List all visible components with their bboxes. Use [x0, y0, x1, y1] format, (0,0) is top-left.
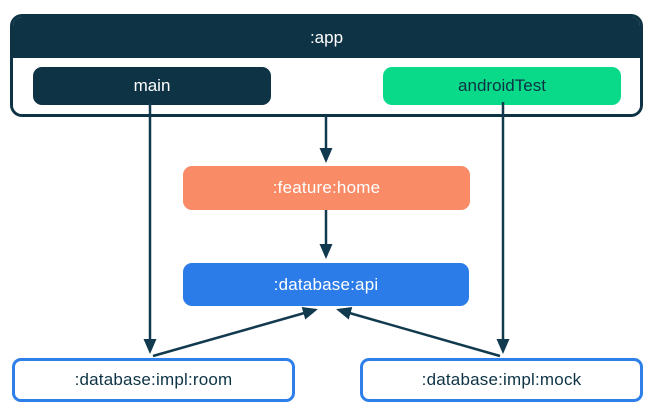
node-app: :app main androidTest	[10, 14, 643, 117]
node-app-label: :app	[309, 27, 344, 47]
node-database-impl-mock: :database:impl:mock	[360, 358, 643, 402]
node-sourceset-main: main	[33, 67, 271, 105]
node-sourceset-androidtest: androidTest	[383, 67, 621, 105]
node-database-api: :database:api	[183, 263, 469, 306]
node-app-body: main androidTest	[13, 58, 640, 114]
node-database-impl-room: :database:impl:room	[12, 358, 295, 402]
node-app-header: :app	[13, 17, 640, 58]
node-feature-home: :feature:home	[183, 166, 470, 210]
edge-database-impl-room-to-database-api	[152, 307, 318, 358]
edge-database-impl-mock-to-database-api	[336, 307, 501, 358]
